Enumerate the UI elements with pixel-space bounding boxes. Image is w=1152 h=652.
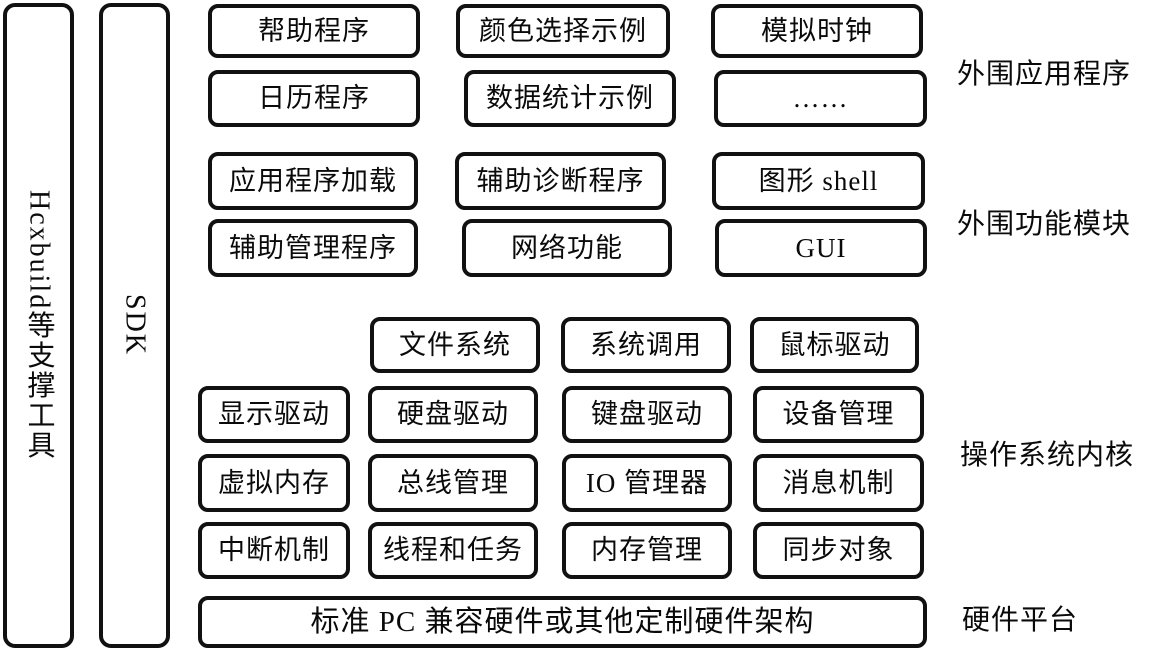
box-mouse-driver: 鼠标驱动 — [750, 317, 919, 373]
box-message-mechanism: 消息机制 — [753, 454, 924, 512]
box-statistics-demo: 数据统计示例 — [464, 70, 676, 127]
box-system-call: 系统调用 — [561, 317, 731, 373]
box-io-manager: IO 管理器 — [562, 454, 732, 512]
label-peripheral-apps: 外围应用程序 — [957, 59, 1132, 90]
box-color-picker-demo: 颜色选择示例 — [456, 4, 670, 58]
box-sync-objects: 同步对象 — [753, 522, 924, 579]
box-app-loader: 应用程序加载 — [208, 152, 418, 210]
box-bus-manager: 总线管理 — [368, 454, 538, 512]
box-display-driver: 显示驱动 — [198, 386, 350, 443]
label-hardware-platform: 硬件平台 — [962, 605, 1079, 636]
sdk-bar: SDK — [99, 3, 170, 648]
box-interrupt-mechanism: 中断机制 — [198, 522, 350, 579]
box-disk-driver: 硬盘驱动 — [368, 386, 538, 443]
box-help-program: 帮助程序 — [208, 4, 420, 58]
box-analog-clock: 模拟时钟 — [711, 4, 923, 58]
box-diagnostic-program: 辅助诊断程序 — [455, 152, 666, 210]
box-admin-program: 辅助管理程序 — [208, 219, 418, 277]
box-memory-manager: 内存管理 — [562, 522, 732, 579]
box-ellipsis: …… — [714, 70, 927, 127]
support-tools-bar: Hcxbuild等支撑工具 — [3, 3, 74, 648]
box-gui: GUI — [715, 219, 927, 277]
box-calendar-program: 日历程序 — [208, 70, 420, 127]
box-keyboard-driver: 键盘驱动 — [562, 386, 732, 443]
label-peripheral-modules: 外围功能模块 — [957, 209, 1132, 240]
box-hardware-platform: 标准 PC 兼容硬件或其他定制硬件架构 — [198, 596, 927, 648]
label-os-kernel: 操作系统内核 — [960, 440, 1135, 471]
box-network-function: 网络功能 — [462, 219, 672, 277]
box-threads-tasks: 线程和任务 — [368, 522, 538, 579]
box-graphic-shell: 图形 shell — [712, 152, 925, 210]
box-file-system: 文件系统 — [370, 317, 540, 373]
box-virtual-memory: 虚拟内存 — [198, 454, 350, 512]
box-device-manager: 设备管理 — [753, 386, 924, 443]
